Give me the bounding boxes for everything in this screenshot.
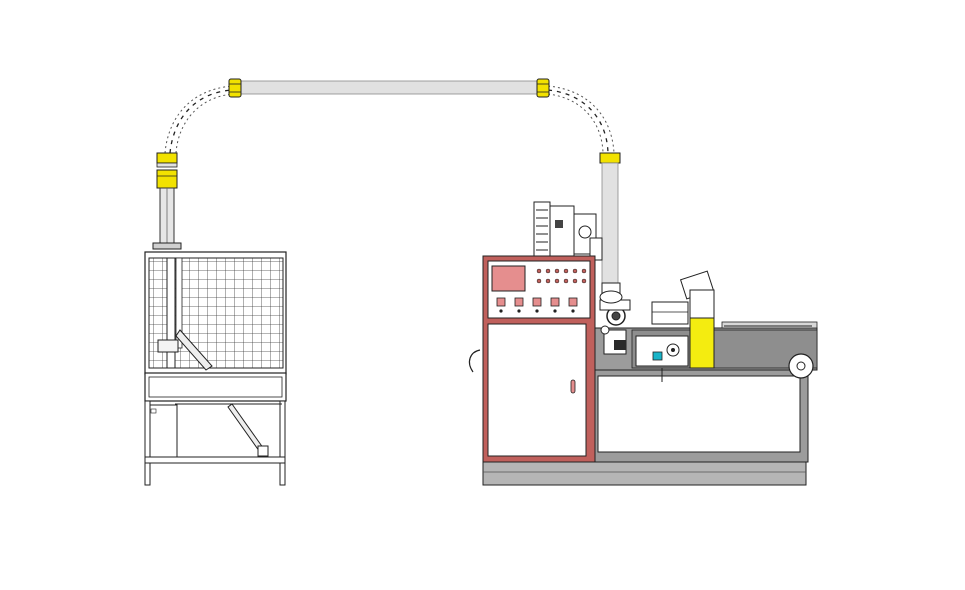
collector-drawer — [148, 404, 178, 458]
door-handle[interactable] — [570, 379, 576, 394]
blower-motor — [533, 201, 603, 261]
collector-chute — [175, 329, 213, 371]
display-screen — [491, 265, 526, 292]
control-button-4[interactable] — [550, 297, 560, 307]
right-down-pipe — [601, 162, 619, 284]
right-flex-rib — [547, 89, 609, 154]
cup-collector-cabinet — [144, 169, 287, 486]
horizontal-pipe — [239, 80, 541, 95]
pipe-coupling-left-vertical — [156, 152, 178, 164]
control-button-2[interactable] — [514, 297, 524, 307]
left-flex-bend-inner — [175, 93, 233, 154]
right-flex-bend-inner — [547, 93, 604, 154]
machine-base — [482, 459, 807, 486]
cyan-sensor — [652, 351, 663, 361]
collector-tube-head — [156, 169, 178, 189]
control-buttons[interactable] — [496, 297, 578, 313]
yellow-cam-block — [689, 317, 715, 369]
collector-leg-right — [279, 400, 286, 486]
cabinet-door[interactable] — [487, 323, 587, 457]
indicator-lights — [536, 268, 587, 284]
left-flex-rib — [169, 89, 233, 154]
overhead-transfer-pipe — [156, 78, 621, 284]
control-button-5[interactable] — [568, 297, 578, 307]
collector-leg-left — [144, 400, 151, 486]
pipe-coupling-left — [228, 78, 242, 98]
pipe-coupling-right — [536, 78, 550, 98]
pipe-coupling-right-vertical — [599, 152, 621, 164]
paper-cup-forming-machine — [468, 201, 818, 486]
control-button-3[interactable] — [532, 297, 542, 307]
side-handle — [468, 349, 481, 373]
control-button-1[interactable] — [496, 297, 506, 307]
left-flex-bend — [164, 85, 233, 154]
